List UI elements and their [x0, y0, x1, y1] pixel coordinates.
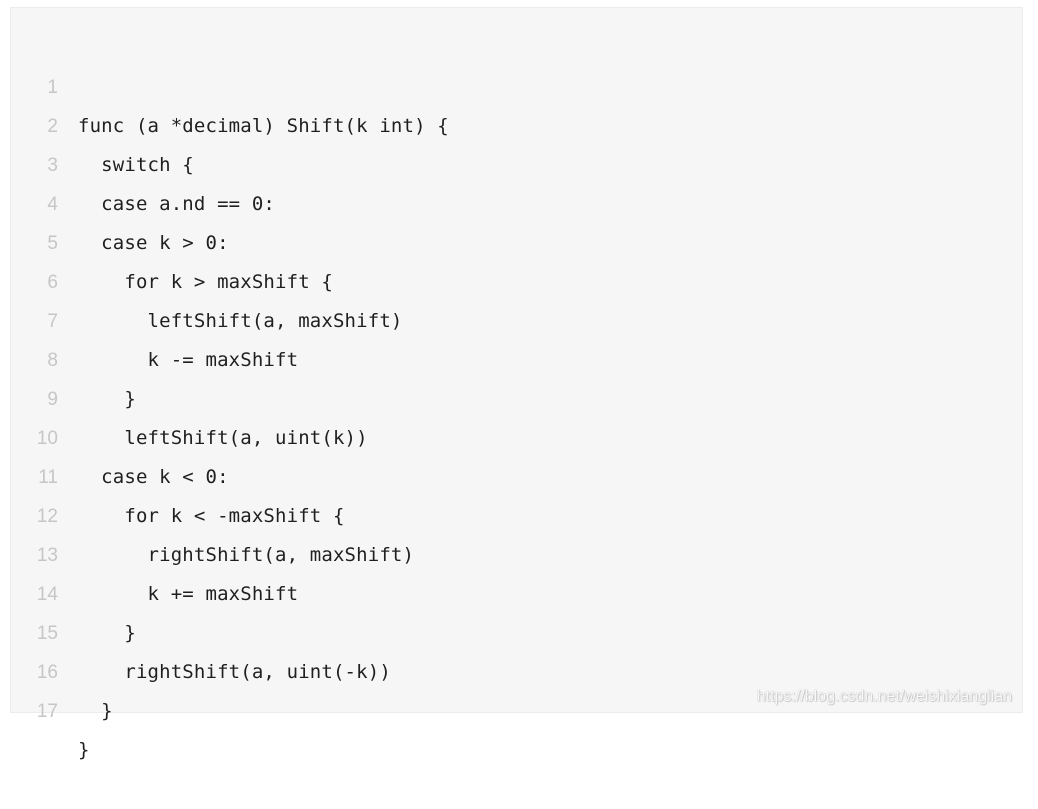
line-number: 1 [47, 77, 58, 98]
line-code: k += maxShift [78, 583, 299, 605]
line-number: 7 [47, 311, 58, 332]
line-code: case a.nd == 0: [78, 193, 276, 215]
code-line: 4 case k > 0: [11, 146, 1022, 254]
code-line: 12 rightShift(a, maxShift) [11, 458, 1022, 566]
line-number: 2 [47, 116, 58, 137]
code-line: 2 switch { [11, 68, 1022, 176]
line-number: 10 [36, 428, 58, 449]
line-number: 12 [36, 506, 58, 527]
line-number: 3 [47, 155, 58, 176]
line-number: 15 [36, 623, 58, 644]
line-number: 16 [36, 662, 58, 683]
line-code: rightShift(a, uint(-k)) [78, 661, 391, 683]
line-code: case k < 0: [78, 466, 229, 488]
line-code: rightShift(a, maxShift) [78, 544, 415, 566]
code-line: 15 rightShift(a, uint(-k)) [11, 575, 1022, 683]
code-line: 11 for k < -maxShift { [11, 419, 1022, 527]
line-code: } [78, 739, 90, 761]
line-code: } [78, 388, 136, 410]
code-line: 3 case a.nd == 0: [11, 107, 1022, 215]
code-lines: 1 func (a *decimal) Shift(k int) { 2 swi… [11, 29, 1022, 761]
line-code: for k < -maxShift { [78, 505, 345, 527]
line-number: 9 [47, 389, 58, 410]
line-number: 14 [36, 584, 58, 605]
code-line: 17 } [11, 653, 1022, 761]
code-block: 1 func (a *decimal) Shift(k int) { 2 swi… [10, 7, 1023, 761]
line-code: for k > maxShift { [78, 271, 333, 293]
code-line: 14 } [11, 536, 1022, 644]
code-line: 7 k -= maxShift [11, 263, 1022, 371]
line-code: case k > 0: [78, 232, 229, 254]
line-code: switch { [78, 154, 194, 176]
code-line: 1 func (a *decimal) Shift(k int) { [11, 29, 1022, 137]
line-code: k -= maxShift [78, 349, 299, 371]
line-number: 13 [36, 545, 58, 566]
line-code: leftShift(a, uint(k)) [78, 427, 368, 449]
code-line: 16 } [11, 614, 1022, 722]
line-number: 8 [47, 350, 58, 371]
line-number: 5 [47, 233, 58, 254]
code-line: 9 leftShift(a, uint(k)) [11, 341, 1022, 449]
code-line: 5 for k > maxShift { [11, 185, 1022, 293]
line-number: 6 [47, 272, 58, 293]
line-code: } [78, 700, 113, 722]
line-number: 17 [36, 701, 58, 722]
code-line: 8 } [11, 302, 1022, 410]
line-code: leftShift(a, maxShift) [78, 310, 403, 332]
code-line: 10 case k < 0: [11, 380, 1022, 488]
code-line: 13 k += maxShift [11, 497, 1022, 605]
watermark: https://blog.csdn.net/weishixianglian [756, 688, 1012, 705]
line-code: } [78, 622, 136, 644]
code-line: 6 leftShift(a, maxShift) [11, 224, 1022, 332]
line-number: 11 [38, 467, 58, 488]
line-number: 4 [47, 194, 58, 215]
line-code: func (a *decimal) Shift(k int) { [78, 115, 449, 137]
